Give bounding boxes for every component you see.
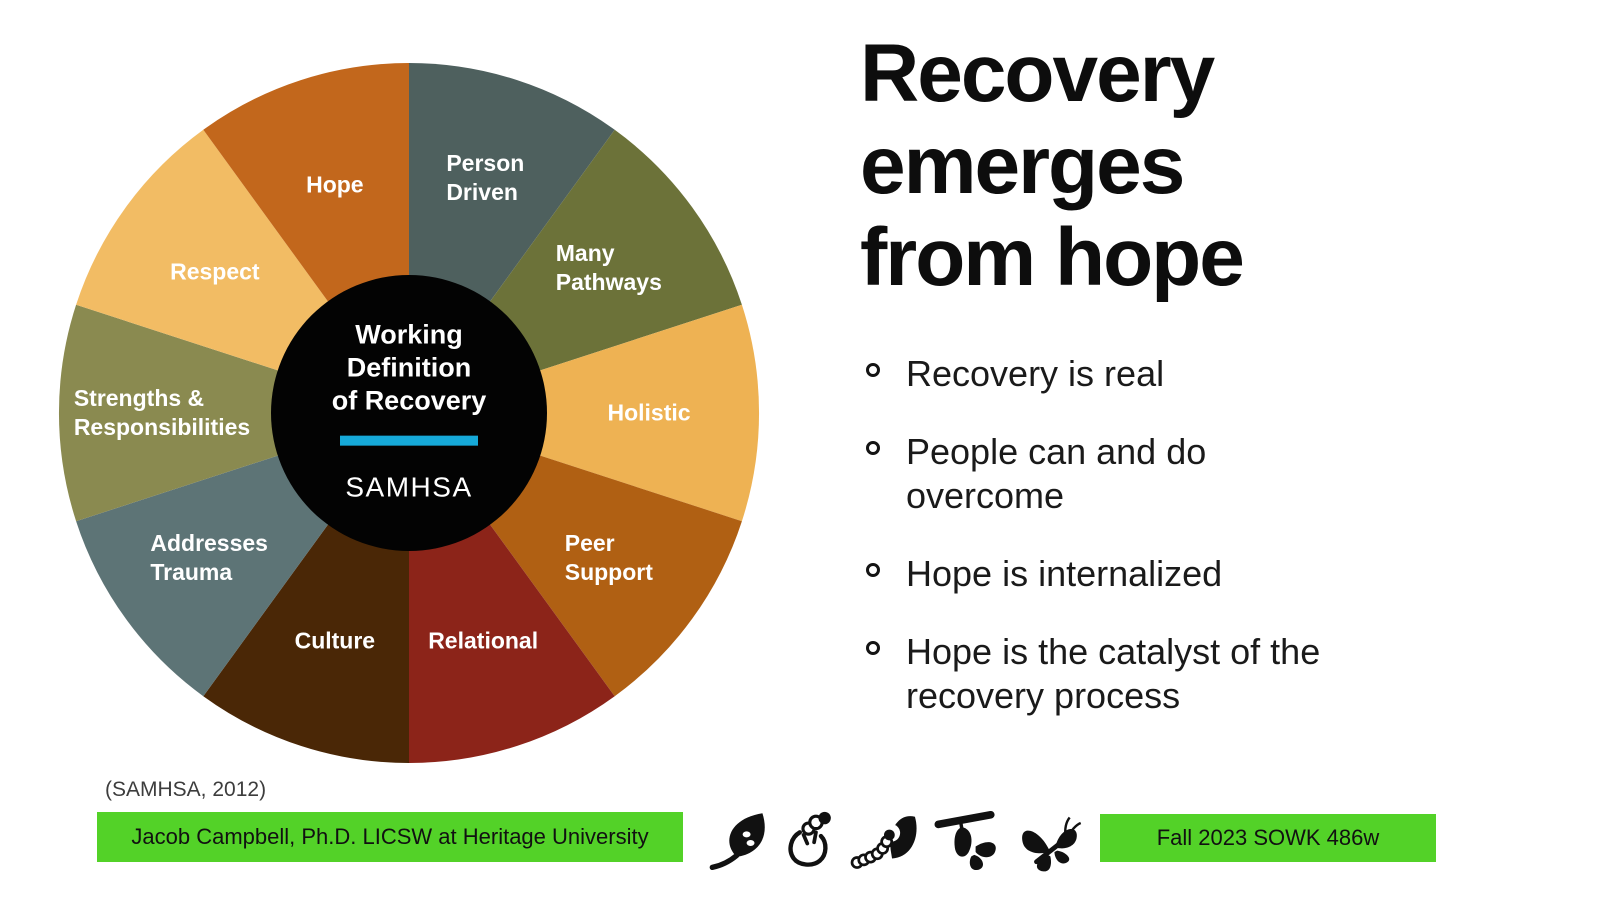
slide-title-line: Recovery [860,28,1215,119]
slide-title-line: from hope [860,212,1245,303]
citation-text: (SAMHSA, 2012) [105,778,267,801]
bullet-circle-icon [866,563,880,577]
center-title-line: Definition [346,352,472,383]
bullet-text: Recovery is real [906,353,1165,394]
hatching-larva-icon [780,807,842,875]
slide-title: Recovery emerges from hope [860,28,1245,304]
center-accent-bar [340,435,478,446]
butterfly-icon [1013,804,1089,878]
caterpillar-icon [849,807,923,875]
bullet-circle-icon [866,363,880,377]
wheel-svg [58,62,760,763]
bullet-text: Hope is internalized [906,553,1223,594]
bullet-circle-icon [866,441,880,455]
center-subtitle: SAMHSA [345,471,473,503]
butterfly-lifecycle-icons [708,798,1088,884]
wheel-center: Working Definition of Recovery SAMHSA [259,319,559,504]
chrysalis-icon [930,801,1006,881]
bullet-text: People can and do overcome [906,431,1207,516]
center-title-line: Working [355,319,463,350]
bullet-text: Hope is the catalyst of the recovery pro… [906,631,1321,716]
bullet-item-3: Hope is the catalyst of the recovery pro… [864,630,1424,718]
bullet-item-0: Recovery is real [864,352,1424,396]
course-banner: Fall 2023 SOWK 486w [1100,814,1436,862]
bullet-circle-icon [866,641,880,655]
center-title-line: of Recovery [331,385,487,416]
presenter-banner: Jacob Campbell, Ph.D. LICSW at Heritage … [97,812,683,862]
wheel-segment-strengths-responsibilities [58,304,409,522]
bullet-item-1: People can and do overcome [864,430,1424,518]
slide-title-line: emerges [860,120,1185,211]
egg-leaf-icon [707,805,773,877]
wheel-segment-holistic [409,304,760,522]
bullet-item-2: Hope is internalized [864,552,1424,596]
wheel-center-circle [271,275,547,551]
